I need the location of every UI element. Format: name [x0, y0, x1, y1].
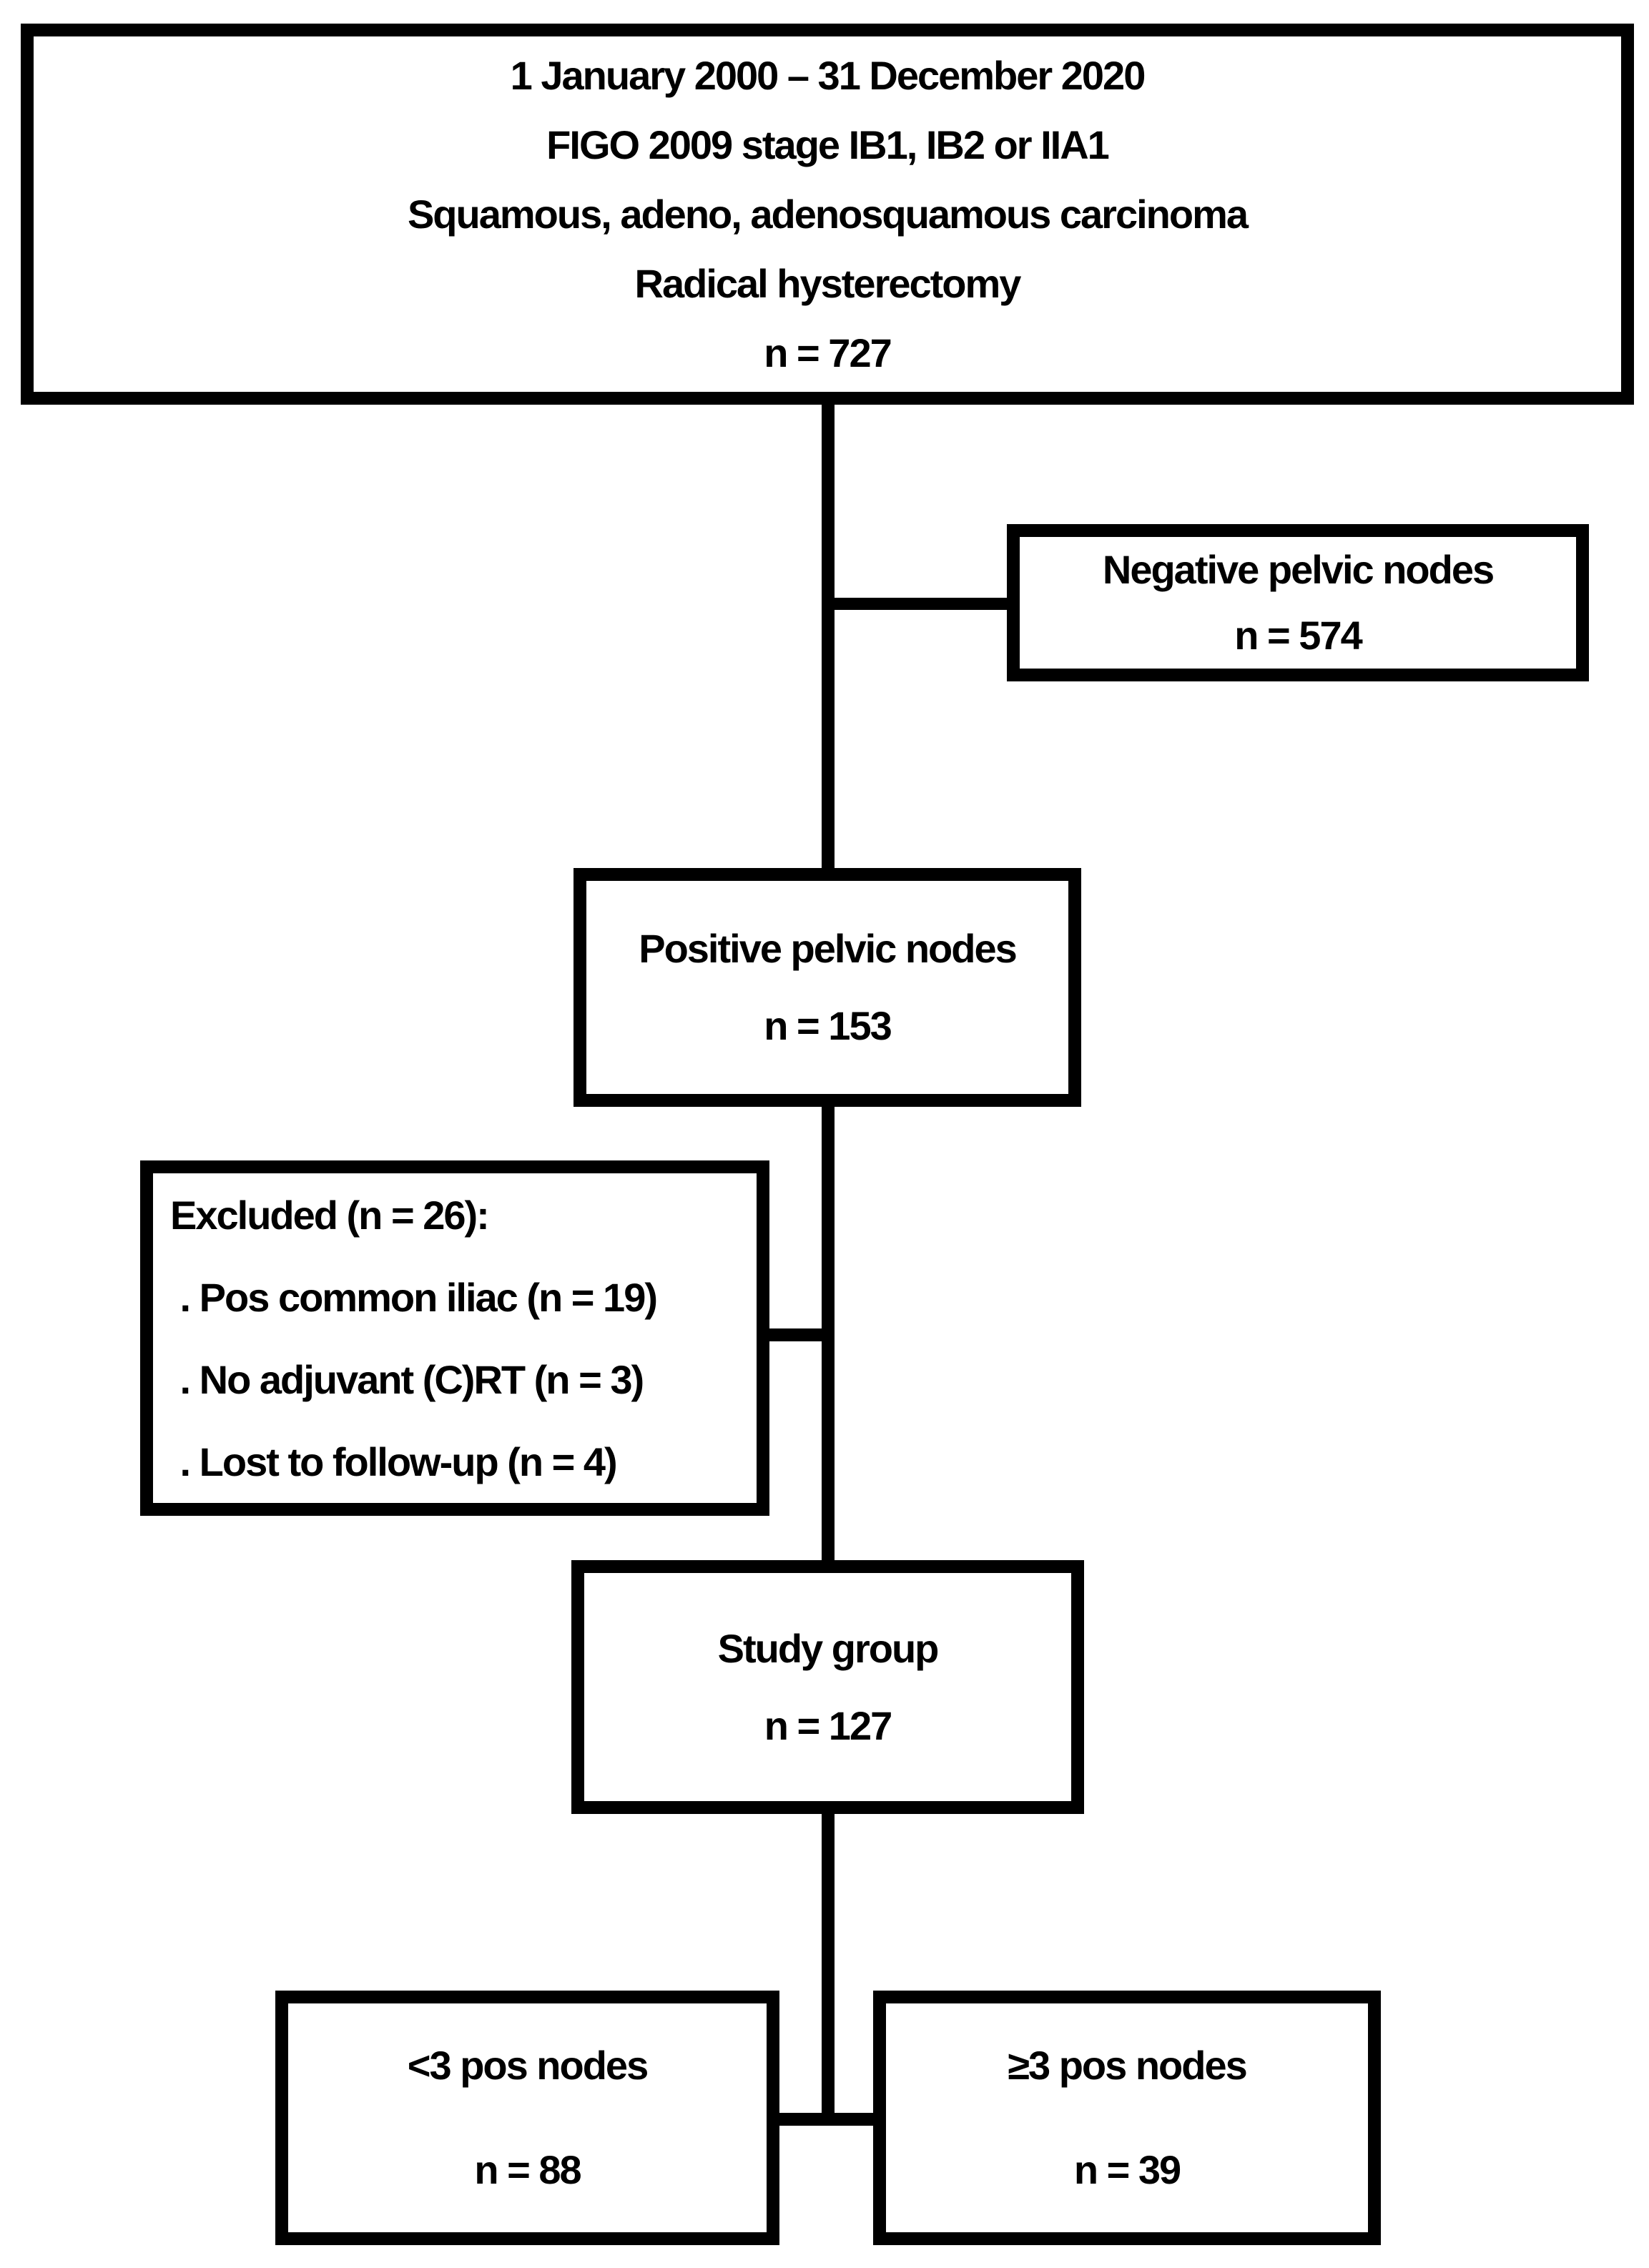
inclusion-histology-text: Squamous, adeno, adenosquamous carcinoma: [407, 192, 1249, 237]
negative-pelvic-nodes-box: Negative pelvic nodes n = 574: [1007, 524, 1589, 681]
connector-branch-negative-nodes: [828, 598, 1020, 610]
excluded-box: Excluded (n = 26): . Pos common iliac (n…: [140, 1160, 769, 1516]
connector-branch-excluded: [762, 1328, 828, 1341]
ge3-label-text: ≥3 pos nodes: [1008, 2043, 1247, 2088]
study-count-text: n = 127: [764, 1702, 892, 1748]
connector-trunk-inclusion-to-positive: [822, 400, 835, 881]
study-label-text: Study group: [717, 1625, 940, 1671]
positive-pelvic-nodes-box: Positive pelvic nodes n = 153: [574, 868, 1081, 1107]
study-group-box: Study group n = 127: [571, 1560, 1084, 1814]
ge3-count-text: n = 39: [1073, 2147, 1181, 2192]
less-than-3-pos-nodes-box: <3 pos nodes n = 88: [275, 1991, 779, 2245]
positive-count-text: n = 153: [764, 1003, 892, 1048]
excluded-header-text: Excluded (n = 26):: [170, 1192, 490, 1238]
connector-trunk-study-to-split: [822, 1808, 835, 2126]
negative-label-text: Negative pelvic nodes: [1102, 547, 1495, 592]
lt3-count-text: n = 88: [474, 2147, 581, 2192]
excluded-no-adjuvant-text: . No adjuvant (C)RT (n = 3): [170, 1356, 645, 1402]
inclusion-surgery-text: Radical hysterectomy: [634, 261, 1022, 306]
excluded-lost-followup-text: . Lost to follow-up (n = 4): [170, 1439, 618, 1484]
inclusion-period-text: 1 January 2000 – 31 December 2020: [510, 53, 1146, 98]
excluded-common-iliac-text: . Pos common iliac (n = 19): [170, 1274, 658, 1320]
inclusion-criteria-box: 1 January 2000 – 31 December 2020 FIGO 2…: [21, 24, 1634, 405]
connector-split-bar: [767, 2113, 883, 2126]
inclusion-stage-text: FIGO 2009 stage IB1, IB2 or IIA1: [546, 122, 1110, 167]
inclusion-count-text: n = 727: [764, 330, 892, 375]
lt3-label-text: <3 pos nodes: [407, 2043, 649, 2088]
positive-label-text: Positive pelvic nodes: [639, 926, 1018, 971]
negative-count-text: n = 574: [1234, 613, 1362, 658]
connector-trunk-positive-to-study: [822, 1101, 835, 1573]
greater-equal-3-pos-nodes-box: ≥3 pos nodes n = 39: [873, 1991, 1381, 2245]
